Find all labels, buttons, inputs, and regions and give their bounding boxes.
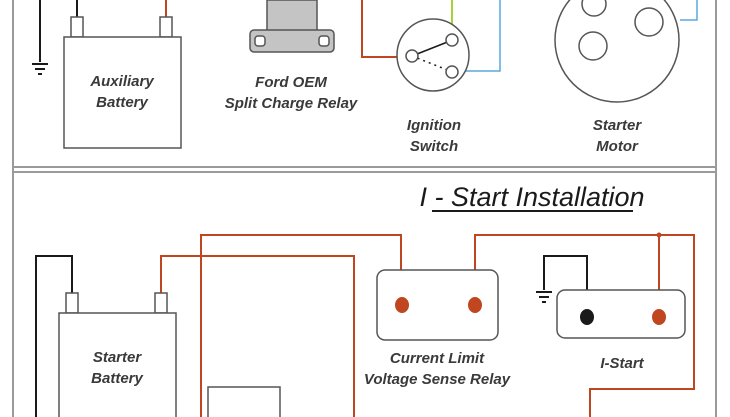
wire-junction-dot bbox=[656, 232, 662, 238]
starter-battery-neg-wire bbox=[35, 255, 73, 417]
aux-battery-label-line1: Auxiliary bbox=[89, 73, 154, 90]
starter-battery-terminal-pos bbox=[154, 292, 168, 314]
ignition-blue-wire bbox=[458, 0, 501, 72]
vsr-body bbox=[376, 269, 499, 341]
istart-ground-wire bbox=[543, 255, 588, 310]
bottom-panel: I - Start Installation Starter Battery bbox=[35, 182, 695, 417]
relay-to-istart-wire bbox=[474, 234, 695, 417]
relay-feed-wire-left bbox=[200, 234, 402, 417]
ignition-switch: Ignition Switch bbox=[361, 0, 501, 155]
auxiliary-battery: Auxiliary Battery bbox=[63, 0, 182, 149]
aux-battery-label-line2: Battery bbox=[96, 94, 148, 111]
starter-battery-body bbox=[58, 312, 177, 417]
starter-battery: Starter Battery bbox=[58, 292, 177, 417]
starter-blue-wire bbox=[680, 0, 698, 21]
i-start-body bbox=[556, 289, 686, 339]
starter-terminal-3 bbox=[578, 31, 608, 61]
aux-battery-body bbox=[63, 36, 182, 149]
aux-battery-terminal-neg bbox=[70, 16, 84, 38]
installation-title: I - Start Installation bbox=[419, 182, 644, 212]
i-start: I-Start bbox=[556, 289, 686, 372]
vsr-terminal-right bbox=[468, 297, 482, 313]
panel-frames bbox=[12, 0, 717, 417]
starter-battery-label-line1: Starter bbox=[93, 349, 143, 366]
ignition-terminal-top bbox=[445, 33, 459, 47]
partial-component-bottom bbox=[207, 386, 281, 417]
vsr-label-line1: Current Limit bbox=[390, 350, 485, 367]
relay-mount-hole-left bbox=[254, 35, 266, 47]
aux-battery-terminal-pos bbox=[159, 16, 173, 38]
relay-mount-hole-right bbox=[318, 35, 330, 47]
relay-label-line2: Split Charge Relay bbox=[225, 95, 358, 112]
relay-label-line1: Ford OEM bbox=[255, 74, 327, 91]
i-start-terminal-neg bbox=[580, 309, 594, 325]
ignition-terminal-bottom bbox=[445, 65, 459, 79]
ignition-label-line1: Ignition bbox=[407, 117, 461, 134]
starter-battery-pos-wire bbox=[160, 255, 355, 417]
starter-battery-label-line2: Battery bbox=[91, 370, 143, 387]
ignition-label-line2: Switch bbox=[410, 138, 458, 155]
starter-motor-label-line1: Starter bbox=[593, 117, 643, 134]
ignition-terminal-left bbox=[405, 49, 419, 63]
bottom-wires bbox=[35, 234, 695, 417]
i-start-terminal-pos bbox=[652, 309, 666, 325]
vsr-label-line2: Voltage Sense Relay bbox=[364, 371, 511, 388]
relay-mounting-tab bbox=[249, 29, 335, 53]
split-charge-relay: Ford OEM Split Charge Relay bbox=[225, 0, 358, 112]
ground-symbol-bottom bbox=[536, 291, 552, 303]
starter-terminal-2 bbox=[634, 7, 664, 37]
voltage-sense-relay: Current Limit Voltage Sense Relay bbox=[364, 269, 511, 388]
starter-motor: Starter Motor bbox=[554, 0, 698, 155]
i-start-label: I-Start bbox=[600, 355, 644, 372]
ignition-red-wire bbox=[361, 0, 404, 58]
starter-battery-terminal-neg bbox=[65, 292, 79, 314]
starter-terminal-1 bbox=[581, 0, 607, 17]
vsr-terminal-left bbox=[395, 297, 409, 313]
starter-motor-label-line2: Motor bbox=[596, 138, 639, 155]
top-panel: Auxiliary Battery Ford OEM Split Charge … bbox=[32, 0, 698, 155]
ground-symbol-top bbox=[32, 63, 48, 75]
